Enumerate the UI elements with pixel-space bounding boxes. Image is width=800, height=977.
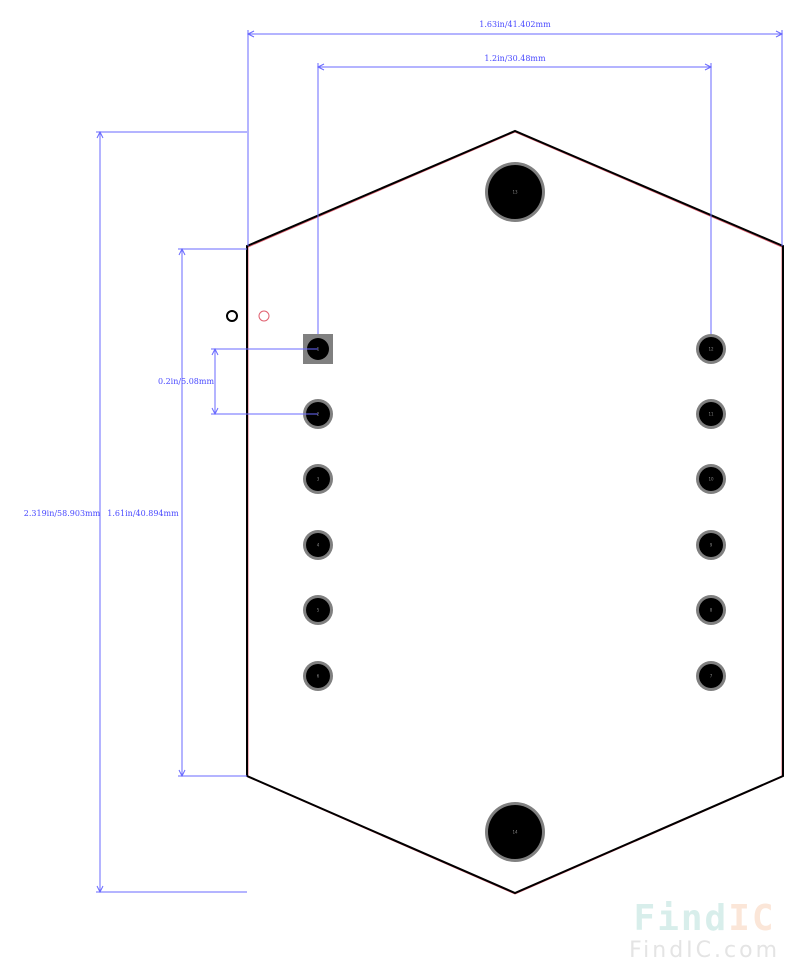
origin-marker: [258, 310, 270, 322]
dimension-pin-pitch: 0.2in/5.08mm: [158, 347, 318, 416]
pad-10: 10: [696, 464, 726, 494]
pad-label: 9: [710, 543, 713, 548]
logo-find: Find: [633, 898, 729, 939]
pad-label: 10: [708, 477, 714, 482]
dimension-overall-width: 1.63in/41.402mm: [246, 20, 784, 246]
pad-label: 5: [317, 608, 320, 613]
watermark-url: FindIC.com: [629, 938, 780, 963]
mounting-hole: 13: [485, 162, 545, 222]
drill-hole: [699, 533, 723, 557]
pad-4: 4: [303, 530, 333, 560]
pad-6: 6: [303, 661, 333, 691]
dimension-overall-height: 2.319in/58.903mm: [24, 130, 247, 894]
pad-9: 9: [696, 530, 726, 560]
pad-label: 11: [708, 412, 714, 417]
pad-5: 5: [303, 595, 333, 625]
dimension-label: 0.2in/5.08mm: [158, 377, 215, 386]
hole-label: 14: [512, 830, 518, 835]
mounting-hole: 14: [485, 802, 545, 862]
pad-label: 8: [710, 608, 713, 613]
dimension-label: 1.2in/30.48mm: [484, 54, 546, 63]
pad-label: 12: [708, 347, 714, 352]
pad-label: 3: [317, 477, 320, 482]
pad-3: 3: [303, 464, 333, 494]
drill-hole: [699, 598, 723, 622]
pad-label: 2: [317, 412, 320, 417]
drill-hole: [306, 664, 330, 688]
dimension-label: 1.63in/41.402mm: [479, 20, 551, 29]
drill-hole: [699, 467, 723, 491]
pad-label: 1: [317, 347, 320, 352]
pad-7: 7: [696, 661, 726, 691]
pad-label: 4: [317, 543, 320, 548]
pin1-marker: [226, 310, 238, 322]
logo-ic: IC: [728, 898, 776, 939]
drill-hole: [306, 598, 330, 622]
dimension-row-spacing: 1.2in/30.48mm: [316, 54, 713, 349]
package-outline: [246, 129, 784, 895]
pad-11: 11: [696, 399, 726, 429]
dimension-label: 2.319in/58.903mm: [24, 509, 101, 518]
drill-hole: [488, 805, 542, 859]
drill-hole: [699, 664, 723, 688]
package-outline-silk: [247, 131, 783, 895]
pad-label: 7: [710, 674, 713, 679]
drill-hole: [699, 402, 723, 426]
drill-hole: [306, 467, 330, 491]
watermark-logo: FindIC: [629, 900, 780, 938]
pad-8: 8: [696, 595, 726, 625]
hole-label: 13: [512, 190, 518, 195]
mounting-holes: 13 14: [485, 162, 545, 862]
findic-watermark: FindIC FindIC.com: [629, 900, 780, 964]
drill-hole: [699, 337, 723, 361]
dimension-label: 1.61in/40.894mm: [107, 509, 179, 518]
drill-hole: [488, 165, 542, 219]
dimension-body-side-height: 1.61in/40.894mm: [107, 247, 247, 778]
pad-label: 6: [317, 674, 320, 679]
drill-hole: [306, 533, 330, 557]
pad-12: 12: [696, 334, 726, 364]
